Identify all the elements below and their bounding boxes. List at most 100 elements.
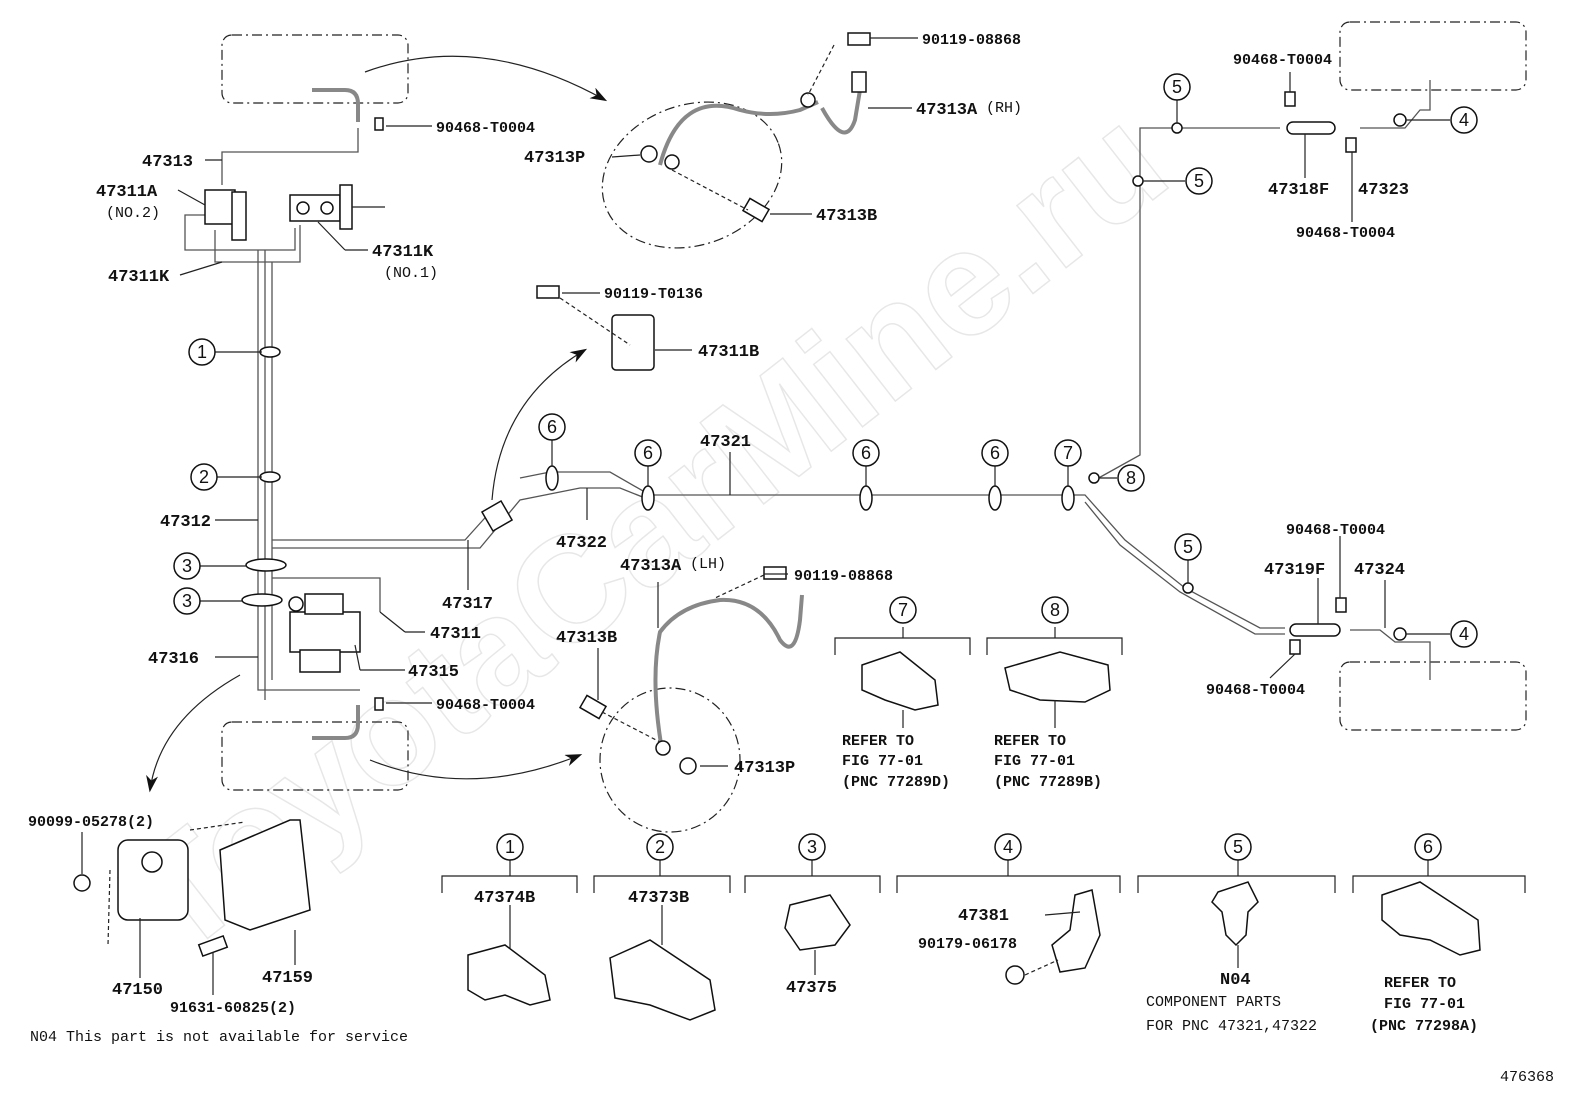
callout-6d — [981, 439, 1009, 467]
callout-2-left-num: 2 — [199, 467, 209, 487]
callout-6a — [538, 413, 566, 441]
pipe-47313 — [221, 128, 359, 185]
callout-3b-left-num: 3 — [182, 591, 192, 611]
bracket-part-2 — [593, 875, 731, 893]
label-47322: 47322 — [556, 534, 607, 553]
figure-number: 476368 — [1500, 1069, 1554, 1086]
dash-top-1 — [671, 169, 749, 211]
callout-7 — [1054, 439, 1082, 467]
label-90099: 90099-05278(2) — [28, 814, 154, 831]
callout-5-legend-num: 5 — [1233, 837, 1243, 857]
callout-3-legend — [798, 833, 826, 861]
clip-90468-r1 — [1284, 91, 1296, 107]
pipe-47317 — [272, 509, 493, 541]
clip-5a — [1171, 122, 1183, 134]
label-90468-r3: 90468-T0004 — [1286, 522, 1385, 539]
label-47311b: 47311B — [698, 343, 759, 362]
label-90119-08868-mid: 90119-08868 — [794, 568, 893, 585]
label-90468-2: 90468-T0004 — [436, 697, 535, 714]
clamp-2 — [259, 471, 281, 483]
label-47313: 47313 — [142, 153, 193, 172]
callout-2-left — [190, 463, 218, 491]
refer7-line1: REFER TO — [842, 733, 914, 750]
callout-5b — [1185, 167, 1213, 195]
label-47375: 47375 — [786, 979, 837, 998]
pipe-lower-right-out — [1350, 629, 1431, 680]
upper-wheel-ellipse — [601, 101, 783, 249]
junction-47317 — [480, 499, 514, 533]
valve-47311a-b — [231, 191, 247, 241]
nut-90099 — [73, 874, 91, 892]
bolt-90119-top — [847, 32, 871, 46]
clip-47381 — [1051, 889, 1101, 973]
dash-mid-2 — [714, 574, 765, 599]
label-n04-comp1: COMPONENT PARTS — [1146, 994, 1281, 1011]
pipe-bottom-box — [312, 705, 360, 740]
callout-2-legend-num: 2 — [655, 837, 665, 857]
clip-8 — [1088, 472, 1100, 484]
bracket-part-8 — [986, 637, 1123, 655]
clamp-7 — [1061, 485, 1075, 511]
clamp-6a — [545, 465, 559, 491]
label-47150: 47150 — [112, 981, 163, 1000]
label-47324: 47324 — [1354, 561, 1405, 580]
dash-47381 — [1024, 959, 1059, 976]
callout-6a-num: 6 — [547, 417, 557, 437]
nut-90179 — [1005, 965, 1025, 985]
hose-47313a-rh-2 — [820, 89, 862, 135]
label-lh: (LH) — [690, 556, 726, 573]
refer8-line1: REFER TO — [994, 733, 1066, 750]
label-47319f: 47319F — [1264, 561, 1325, 580]
callout-3a-left — [173, 552, 201, 580]
bracket-47159 — [219, 819, 311, 931]
callout-4b — [1450, 620, 1478, 648]
dash-47311b — [559, 297, 631, 346]
valve-body-bottom — [299, 649, 341, 673]
callout-5c — [1174, 533, 1202, 561]
hose-47313a-lh — [653, 594, 804, 751]
dash-47150-1 — [107, 869, 111, 946]
hose-47313a-rh — [658, 100, 819, 166]
label-47313b-mid: 47313B — [556, 629, 617, 648]
label-90119-t0136: 90119-T0136 — [604, 286, 703, 303]
valve-body-top — [304, 593, 344, 615]
bolt-47313b-mid — [578, 694, 608, 720]
label-47316: 47316 — [148, 650, 199, 669]
bracket-part-5 — [1137, 875, 1336, 893]
label-90468-1: 90468-T0004 — [436, 120, 535, 137]
clamp-6d — [988, 485, 1002, 511]
callout-5-legend — [1224, 833, 1252, 861]
label-47317: 47317 — [442, 595, 493, 614]
label-47311a: 47311A — [96, 183, 158, 202]
callout-5a-num: 5 — [1172, 77, 1182, 97]
label-rh: (RH) — [986, 100, 1022, 117]
label-n04: N04 — [1220, 971, 1251, 990]
label-47315: 47315 — [408, 663, 459, 682]
callout-8-legend-num: 8 — [1050, 600, 1060, 620]
refer7-line3: (PNC 77289D) — [842, 774, 950, 791]
label-no1: (NO.1) — [384, 265, 438, 282]
label-47323: 47323 — [1358, 181, 1409, 200]
pipe-47316 — [272, 577, 381, 612]
lower-right-box — [1339, 661, 1527, 731]
callout-1-left-num: 1 — [197, 342, 207, 362]
label-47311k-right: 47311K — [372, 243, 434, 262]
clamp-6c — [859, 485, 873, 511]
callout-6b-num: 6 — [643, 443, 653, 463]
clip-n04 — [1211, 881, 1259, 947]
clamp-1 — [259, 346, 281, 358]
clamp-47373b — [609, 939, 716, 1021]
label-no2: (NO.2) — [106, 205, 160, 222]
label-47313a-lh: 47313A — [620, 557, 682, 576]
refer6-line1: REFER TO — [1384, 975, 1456, 992]
clip-90468-r4 — [1289, 639, 1301, 655]
bolt-47313b-top — [741, 197, 771, 223]
callout-1-legend — [496, 833, 524, 861]
callout-4b-num: 4 — [1459, 624, 1469, 644]
callout-4-legend-num: 4 — [1003, 837, 1013, 857]
callout-6b — [634, 439, 662, 467]
label-91631: 91631-60825(2) — [170, 1000, 296, 1017]
callout-3-legend-num: 3 — [807, 837, 817, 857]
clamp-3b — [241, 593, 283, 607]
label-47313b-top: 47313B — [816, 207, 877, 226]
